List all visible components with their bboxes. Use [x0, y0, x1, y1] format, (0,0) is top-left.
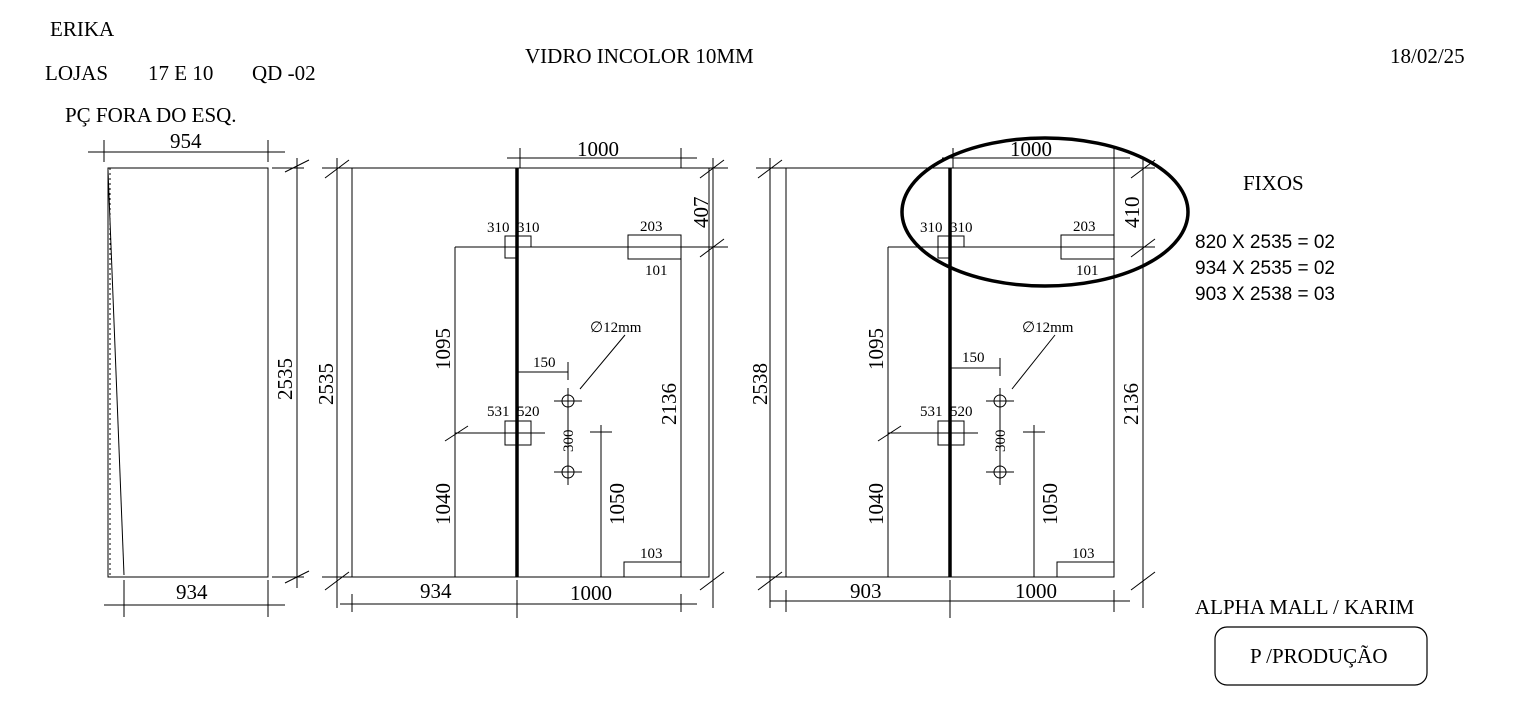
- panel-1-skew-line: [107, 169, 125, 576]
- tick: [699, 238, 725, 258]
- quadro-code: QD -02: [252, 61, 316, 85]
- panel-2-hole-diameter: ∅12mm: [590, 320, 642, 336]
- panel-2-right-top: 407: [689, 197, 713, 229]
- panel-2-hinge-top-a: 310: [487, 220, 510, 236]
- panel-2-top-fitting: [627, 234, 682, 260]
- project-name: ALPHA MALL / KARIM: [1195, 595, 1414, 619]
- panel-3-right-top: 410: [1120, 197, 1144, 229]
- panel-2-top-hinge-right: [517, 235, 532, 248]
- panel-2-overall-height: 2535: [314, 363, 338, 405]
- lojas-numbers: 17 E 10: [148, 61, 213, 85]
- panel-3-bottom-fitting: [1056, 561, 1114, 577]
- panel-2-hole-offset: 150: [533, 355, 556, 371]
- tick: [1130, 571, 1156, 591]
- panel-2-door-height: 2136: [657, 383, 681, 425]
- panel-3-hinge-mid-b: 520: [950, 404, 973, 420]
- panel-3-hole-spacing: 300: [993, 430, 1009, 453]
- panel-1-top-width: 954: [170, 129, 202, 153]
- panel-3-lock-height: 1050: [1038, 483, 1062, 525]
- panel-3-bottom-right: 1000: [1015, 579, 1057, 603]
- panel-1: 954 934 2535: [88, 129, 310, 617]
- panel-2-fit-top: 203: [640, 219, 663, 235]
- note-out-of-square: PÇ FORA DO ESQ.: [65, 103, 237, 127]
- tick: [757, 159, 783, 179]
- panel-2: 2535 1000 407 2136 310 310 203 101 1095 …: [314, 137, 728, 618]
- panel-3-hinge-top-a: 310: [920, 220, 943, 236]
- panel-1-bottom-width: 934: [176, 580, 208, 604]
- panel-3-upper-height: 1095: [864, 328, 888, 370]
- panel-2-upper-height: 1095: [431, 328, 455, 370]
- panel-2-bottom-left: 934: [420, 579, 452, 603]
- material-title: VIDRO INCOLOR 10MM: [525, 44, 754, 68]
- date: 18/02/25: [1390, 44, 1465, 68]
- panel-2-hinge-mid-a: 531: [487, 404, 510, 420]
- production-stamp-box: [1214, 626, 1428, 686]
- panel-3-fit-bottom: 101: [1076, 263, 1099, 279]
- panel-2-fit-bottom: 101: [645, 263, 668, 279]
- panel-1-height: 2535: [273, 358, 297, 400]
- panel-2-bottom-fitting: [623, 561, 681, 577]
- panel-3-door-height: 2136: [1119, 383, 1143, 425]
- client-name: ERIKA: [50, 17, 115, 41]
- panel-2-lock-height: 1050: [605, 483, 629, 525]
- panel-2-bottom-fit: 103: [640, 546, 663, 562]
- panel-3-overall-height: 2538: [748, 363, 772, 405]
- panel-2-hole-spacing: 300: [561, 430, 577, 453]
- panel-3-bottom-left: 903: [850, 579, 882, 603]
- panel-3-lower-height: 1040: [864, 483, 888, 525]
- tick: [324, 159, 350, 179]
- production-stamp: P /PRODUÇÃO: [1250, 644, 1388, 668]
- panel-3-hole-offset: 150: [962, 350, 985, 366]
- panel-3-hinge-top-b: 310: [950, 220, 973, 236]
- panel-1-outline: [107, 167, 269, 578]
- panel-3-hinge-mid-a: 531: [920, 404, 943, 420]
- panel-2-lower-height: 1040: [431, 483, 455, 525]
- panel-3-hole-leader: [1011, 334, 1056, 390]
- tick: [1130, 238, 1156, 258]
- tick: [699, 571, 725, 591]
- panel-2-bottom-right: 1000: [570, 581, 612, 605]
- panel-2-outline: [351, 167, 710, 578]
- panel-3-top-hinge-right: [950, 235, 965, 248]
- tick: [699, 159, 725, 179]
- panel-3-fit-top: 203: [1073, 219, 1096, 235]
- panel-2-top-width: 1000: [577, 137, 619, 161]
- panel-2-hinge-mid-b: 520: [517, 404, 540, 420]
- panel-3-top-fitting: [1060, 234, 1115, 260]
- panel-3-hole-diameter: ∅12mm: [1022, 320, 1074, 336]
- highlight-ellipse: [900, 136, 1190, 288]
- panel-3-bottom-fit: 103: [1072, 546, 1095, 562]
- lojas-label: LOJAS: [45, 61, 108, 85]
- fixos-title: FIXOS: [1243, 171, 1304, 195]
- tick: [757, 571, 783, 591]
- fixos-line-1: 820 X 2535 = 02: [1195, 232, 1335, 253]
- panel-3: 2538 1000 410 2136 310 310 203 101 1095 …: [748, 137, 1156, 618]
- tick: [324, 571, 350, 591]
- panel-2-hole-leader: [579, 334, 626, 390]
- fixos-line-2: 934 X 2535 = 02: [1195, 258, 1335, 279]
- fixos-line-3: 903 X 2538 = 03: [1195, 284, 1335, 305]
- panel-2-hinge-top-b: 310: [517, 220, 540, 236]
- tick: [284, 159, 310, 173]
